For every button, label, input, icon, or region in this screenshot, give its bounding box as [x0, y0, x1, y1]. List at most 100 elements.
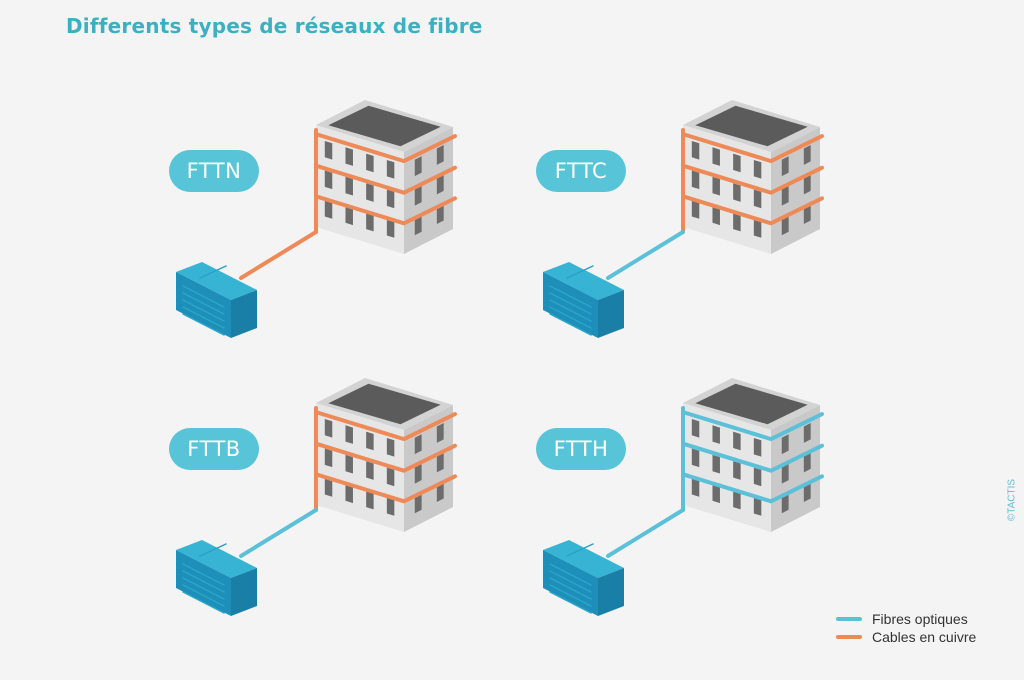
floor-cable-copper: [314, 441, 457, 473]
building-window: [712, 206, 720, 226]
cabinet-vent: [549, 306, 592, 329]
cabinet-panel-line: [566, 265, 594, 279]
building-window: [733, 153, 741, 173]
building-window: [414, 215, 422, 236]
cabinet-front: [543, 550, 598, 616]
building-window: [712, 454, 720, 474]
building-window: [712, 425, 720, 444]
label-pill-fttb: FTTB: [169, 428, 259, 470]
cabinet-vent: [549, 285, 592, 308]
building-window: [781, 434, 789, 455]
cabinet-vent: [182, 591, 225, 614]
building-left-wall: [683, 403, 771, 532]
building-roof: [695, 105, 808, 147]
building-window: [691, 478, 700, 497]
building-window: [781, 493, 789, 514]
cabinet-front: [543, 272, 598, 338]
building-window: [753, 159, 762, 179]
cabinet-vent: [182, 285, 225, 308]
building-window: [691, 448, 700, 468]
building-window: [345, 206, 353, 226]
label-pill-fttc: FTTC: [536, 150, 626, 192]
label-pill-ftth: FTTH: [536, 428, 626, 470]
building-left-wall: [316, 125, 404, 254]
street-cable-copper: [239, 230, 318, 280]
floor-cable-copper: [314, 410, 457, 442]
building-window: [712, 484, 720, 504]
floor-cable-copper: [314, 472, 457, 504]
building-window: [803, 204, 811, 224]
cabinet-vent: [549, 591, 592, 614]
building-window: [803, 452, 811, 473]
building-window: [386, 159, 395, 179]
floor-cable-copper: [314, 194, 457, 226]
building-window: [753, 219, 762, 238]
cabinet-vent: [549, 584, 592, 607]
building-window: [386, 189, 395, 209]
building-window: [366, 490, 374, 510]
building-window: [781, 156, 789, 177]
street-cable-fiber: [239, 508, 318, 558]
legend-swatch-fiber: [836, 617, 862, 621]
building-window: [345, 454, 353, 474]
cabinet-vent: [549, 563, 592, 586]
building-roof: [695, 383, 808, 425]
cabinet-vent: [182, 577, 225, 600]
cabinet-top: [176, 540, 257, 578]
legend-item-copper: Cables en cuivre: [836, 628, 976, 646]
building-window: [345, 147, 353, 166]
label-pill-fttn: FTTN: [169, 150, 259, 192]
building-window: [712, 147, 720, 166]
building-window: [366, 212, 374, 232]
building-window: [436, 145, 444, 165]
floor-cable-fiber: [681, 441, 824, 473]
cabinet-vent: [182, 299, 225, 322]
building-window: [803, 174, 811, 195]
building-window: [386, 437, 395, 457]
building-window: [691, 140, 700, 160]
floor-cable-copper: [681, 163, 824, 195]
cabinet-vent: [549, 313, 592, 336]
legend-item-fiber: Fibres optiques: [836, 610, 976, 628]
building-window: [691, 418, 700, 438]
building-window: [345, 484, 353, 504]
building-window: [436, 423, 444, 443]
floor-cable-copper: [681, 194, 824, 226]
building-window: [386, 497, 395, 516]
building-window: [691, 200, 700, 219]
floor-cable-fiber: [681, 410, 824, 442]
building-window: [733, 461, 741, 480]
floor-cable-copper: [681, 132, 824, 164]
building-roof: [328, 383, 441, 425]
cabinet-vent: [182, 563, 225, 586]
scene-ftth: [543, 378, 824, 616]
page-title: Differents types de réseaux de fibre: [66, 14, 483, 38]
legend-label-fiber: Fibres optiques: [872, 611, 968, 627]
building-window: [781, 215, 789, 236]
building-window: [324, 448, 333, 468]
building-window: [781, 463, 789, 484]
building-window: [324, 478, 333, 497]
cabinet-vent: [549, 570, 592, 593]
building-window: [386, 467, 395, 487]
legend-label-copper: Cables en cuivre: [872, 629, 977, 645]
building-window: [414, 185, 422, 206]
cabinet-top: [543, 262, 624, 300]
building-window: [691, 170, 700, 190]
cabinet-vent: [182, 306, 225, 329]
building-window: [414, 463, 422, 484]
street-cable-fiber: [606, 230, 685, 280]
building-roof: [328, 105, 441, 147]
building-window: [753, 437, 762, 457]
cabinet-side: [598, 290, 624, 338]
building-window: [366, 461, 374, 480]
building-window: [324, 140, 333, 160]
building-window: [345, 425, 353, 444]
building-left-wall: [316, 403, 404, 532]
building-window: [753, 189, 762, 209]
cabinet-panel-line: [566, 543, 594, 557]
building-window: [753, 467, 762, 487]
scene-fttb: [176, 378, 457, 616]
cabinet-vent: [549, 299, 592, 322]
cabinet-vent: [182, 313, 225, 336]
